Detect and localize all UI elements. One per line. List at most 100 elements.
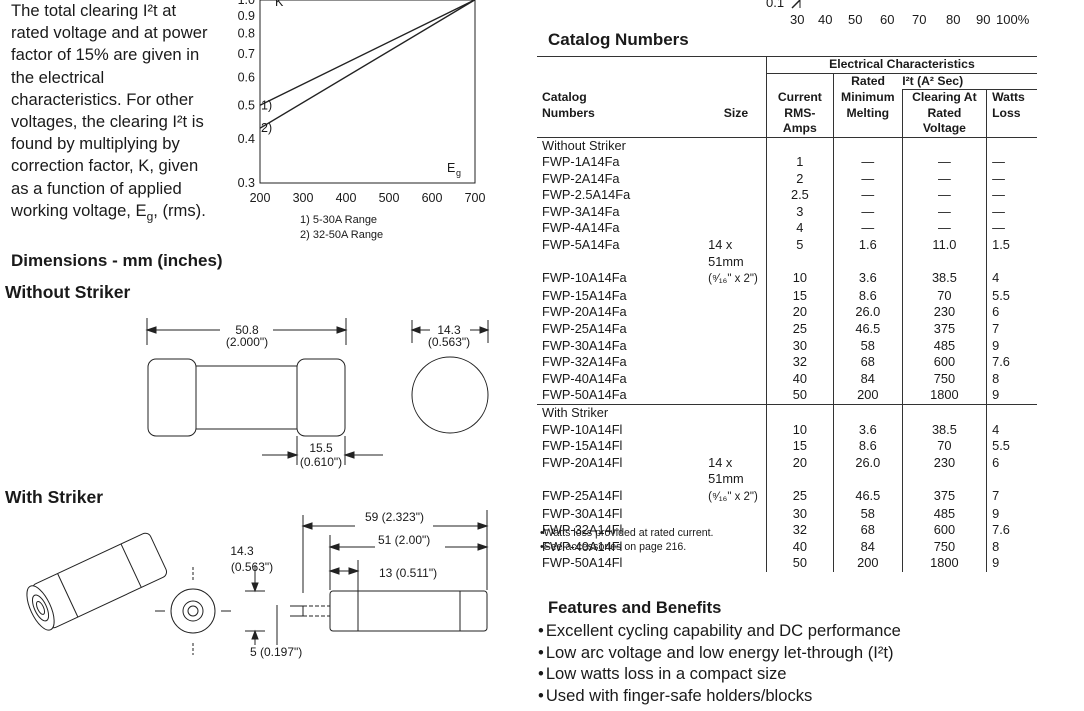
current-cell: 40	[765, 538, 834, 556]
k-factor-chart: 1.21.00.90.80.70.60.50.40.32003004005006…	[238, 0, 485, 241]
current-cell: 2	[765, 170, 834, 188]
with-striker-title: With Striker	[5, 487, 104, 507]
current-cell: 20	[765, 454, 834, 488]
intro-line: working voltage, Eg, (rms).	[11, 200, 206, 224]
header-clearing-at: Clearing At	[901, 89, 987, 106]
clearing-cell: —	[901, 220, 987, 238]
watts-cell: 6	[986, 304, 1037, 322]
melting-cell: 26.0	[832, 304, 903, 322]
clearing-cell: 11.0	[901, 237, 987, 271]
cap-dim-in: (0.610")	[300, 455, 342, 469]
pin-dim: 5 (0.197")	[250, 645, 302, 659]
header-rated-voltage: Rated Voltage	[901, 105, 987, 137]
body-length-dim: 51 (2.00")	[378, 533, 430, 547]
legend-1: 1) 5-30A Range	[300, 214, 377, 226]
watts-cell: 9	[986, 555, 1037, 572]
catalog-number: FWP-2.5A14Fa	[542, 187, 631, 203]
watts-cell: —	[986, 220, 1037, 238]
without-striker-drawing: 50.8 (2.000") 14.3 (0.563") 15.5 (0.610"…	[145, 318, 490, 469]
y-tick-label: 0.5	[238, 98, 255, 112]
header-rated: Rated	[832, 73, 903, 90]
striker-diameter-dim: 14.3	[230, 544, 254, 558]
current-cell: 50	[765, 387, 834, 405]
clearing-cell: 600	[901, 522, 987, 539]
clearing-cell: 38.5	[901, 270, 987, 288]
catalog-number: FWP-10A14Fa	[542, 270, 627, 286]
catalog-number: FWP-3A14Fa	[542, 203, 620, 219]
plot-frame	[259, 0, 476, 184]
watts-cell: 9	[986, 337, 1037, 355]
watts-cell: 1.5	[986, 237, 1037, 271]
top-axis-last-tick: 100%	[996, 12, 1030, 27]
melting-cell: 46.5	[832, 321, 903, 338]
curve-fragment	[791, 0, 801, 9]
y-axis-label: K	[275, 0, 284, 9]
melting-cell: 68	[832, 522, 903, 539]
intro-line: characteristics. For other	[11, 89, 194, 109]
without-striker-title: Without Striker	[5, 282, 131, 302]
watts-cell: 7	[986, 487, 1037, 506]
current-cell: 15	[765, 438, 834, 455]
intro-line: as a function of applied	[11, 178, 182, 198]
feature-item: Excellent cycling capability and DC perf…	[538, 620, 901, 642]
melting-cell: 68	[832, 354, 903, 371]
catalog-number: FWP-40A14Fa	[542, 370, 627, 386]
catalog-number: FWP-20A14Fa	[542, 304, 627, 320]
current-cell: 10	[765, 421, 834, 439]
clearing-cell: 70	[901, 287, 987, 305]
current-cell: 4	[765, 220, 834, 238]
top-axis-y-tick: 0.1	[766, 0, 784, 10]
current-cell: 30	[765, 337, 834, 355]
melting-cell: 26.0	[832, 454, 903, 488]
header-minimum: Minimum	[832, 89, 903, 106]
melting-cell: —	[832, 220, 903, 238]
catalog-number: FWP-1A14Fa	[542, 154, 620, 170]
clearing-cell: 485	[901, 337, 987, 355]
clearing-cell: 38.5	[901, 421, 987, 439]
melting-cell: —	[832, 203, 903, 221]
features-list: Excellent cycling capability and DC perf…	[538, 620, 901, 706]
current-cell: 40	[765, 370, 834, 388]
watts-cell: —	[986, 187, 1037, 204]
melting-cell: 84	[832, 370, 903, 388]
current-cell: 1	[765, 154, 834, 171]
features-title: Features and Benefits	[548, 598, 722, 617]
clearing-cell: 375	[901, 487, 987, 506]
eg-label: E	[447, 161, 455, 175]
y-tick-label: 0.7	[238, 47, 255, 61]
clearing-cell: 750	[901, 370, 987, 388]
top-axis-tick: 90	[976, 12, 990, 27]
header-i2t: I²t (A² Sec)	[902, 73, 1037, 90]
header-size: Size	[723, 105, 749, 120]
catalog-number: FWP-5A14Fa	[542, 237, 620, 253]
header-melting: Melting	[832, 105, 903, 137]
section-label-row: Without Striker	[537, 137, 1037, 155]
legend-2: 2) 32-50A Range	[300, 229, 383, 241]
fuse-end-view	[411, 356, 489, 434]
intro-line: found by multiplying by	[11, 134, 180, 154]
clearing-cell: 230	[901, 304, 987, 322]
x-tick-label: 300	[293, 191, 314, 205]
fuse-side-body	[329, 590, 488, 632]
clearing-cell: —	[901, 154, 987, 171]
watts-cell: 8	[986, 370, 1037, 388]
watts-cell: 7	[986, 321, 1037, 338]
melting-cell: 200	[832, 387, 903, 405]
eg-subscript: g	[456, 168, 461, 178]
x-tick-label: 400	[336, 191, 357, 205]
size-value-in: (⁹⁄₁₆" x 2")	[708, 490, 758, 503]
k-curve-1	[259, 0, 476, 106]
note: Watts loss provided at rated current.	[540, 527, 714, 541]
fuse-perspective	[26, 532, 168, 631]
